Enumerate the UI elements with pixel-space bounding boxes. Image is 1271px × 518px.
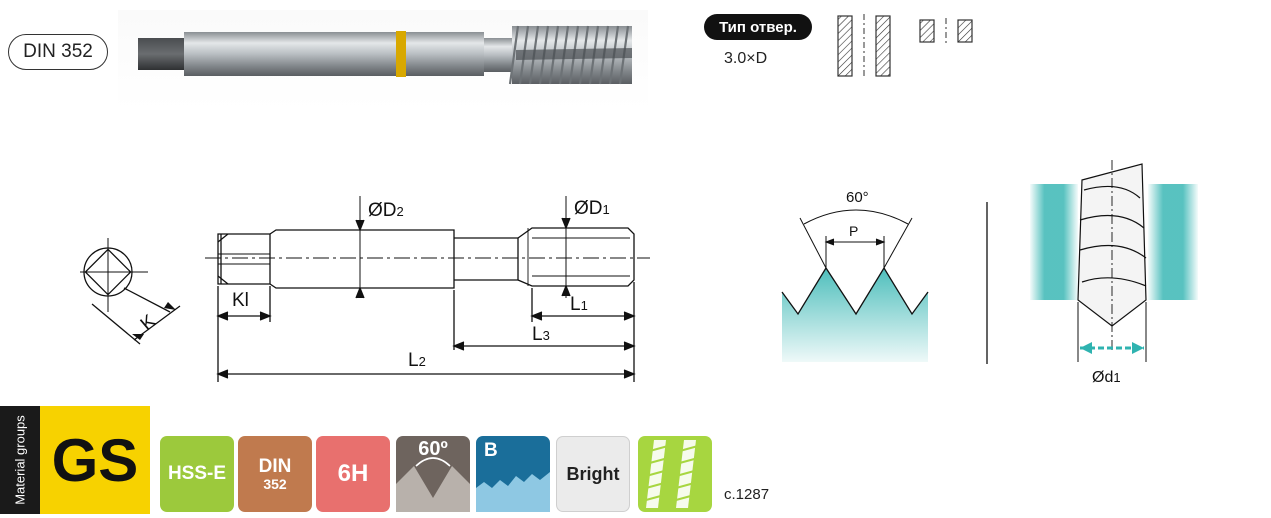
through-hole-icon bbox=[837, 14, 891, 78]
l3-label: L3 bbox=[532, 324, 550, 345]
flute-tile bbox=[638, 436, 712, 512]
l2-label: L2 bbox=[408, 350, 426, 371]
material-tile: HSS-E bbox=[160, 436, 234, 512]
material-groups-label: Material groups bbox=[0, 406, 40, 514]
drill-diameter-label: Ød1 bbox=[1092, 369, 1121, 386]
drill-diagram bbox=[1030, 160, 1198, 362]
thread-angle-tile: 60º bbox=[396, 436, 470, 512]
tolerance-tile: 6H bbox=[316, 436, 390, 512]
thread-angle-icon bbox=[396, 457, 470, 512]
pitch-label: P bbox=[849, 223, 858, 239]
coating-tile: Bright bbox=[556, 436, 630, 512]
hole-depth: 3.0×D bbox=[724, 50, 768, 67]
d1-label: ØD1 bbox=[574, 198, 610, 219]
angle-label: 60° bbox=[846, 189, 869, 206]
kl-label: Kl bbox=[232, 290, 249, 311]
chamfer-form-tile: B bbox=[476, 436, 550, 512]
page-reference[interactable]: c.1287 bbox=[724, 486, 770, 503]
chamfer-form-icon bbox=[476, 472, 550, 512]
material-group-value: GS bbox=[40, 406, 150, 514]
tap-photo bbox=[118, 10, 648, 110]
hole-type-badge: Тип отвер. bbox=[704, 14, 812, 40]
standard-badge: DIN 352 bbox=[8, 34, 108, 70]
l1-label: L1 bbox=[570, 294, 588, 315]
straight-flute-icon bbox=[645, 440, 699, 508]
blind-hole-icon bbox=[919, 18, 973, 44]
thread-profile-diagram bbox=[781, 209, 929, 362]
d2-label: ØD2 bbox=[368, 200, 404, 221]
tap-technical-drawing: ØD2 ØD1 Kl K L1 L3 L2 60° P bbox=[80, 160, 1198, 386]
